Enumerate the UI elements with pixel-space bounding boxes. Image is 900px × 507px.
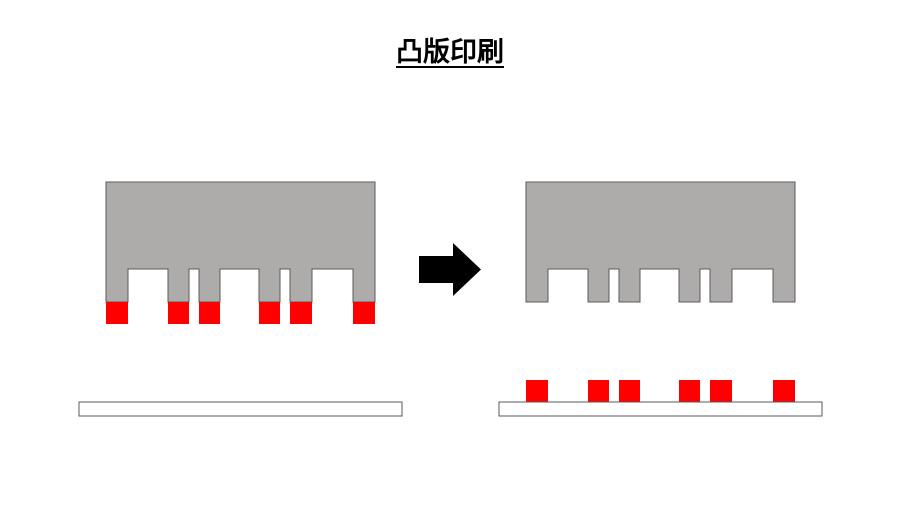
stage-before-printing — [78, 181, 403, 417]
ink-on-plate — [106, 302, 375, 324]
ink-block — [199, 302, 220, 324]
ink-block — [588, 380, 609, 402]
ink-block — [773, 380, 795, 402]
ink-on-paper — [526, 380, 795, 402]
page-title: 凸版印刷 — [396, 37, 504, 68]
ink-block — [106, 302, 128, 324]
paper-sheet — [498, 401, 823, 417]
printing-plate — [525, 181, 796, 303]
paper-sheet — [78, 401, 403, 417]
ink-block — [526, 380, 548, 402]
ink-block — [259, 302, 280, 324]
ink-block — [679, 380, 700, 402]
right-arrow-icon — [419, 243, 481, 296]
ink-block — [619, 380, 640, 402]
ink-block — [353, 302, 375, 324]
printing-plate — [105, 181, 376, 303]
ink-block — [290, 302, 312, 324]
ink-block — [710, 380, 732, 402]
ink-block — [168, 302, 189, 324]
stage-after-printing — [498, 181, 823, 417]
